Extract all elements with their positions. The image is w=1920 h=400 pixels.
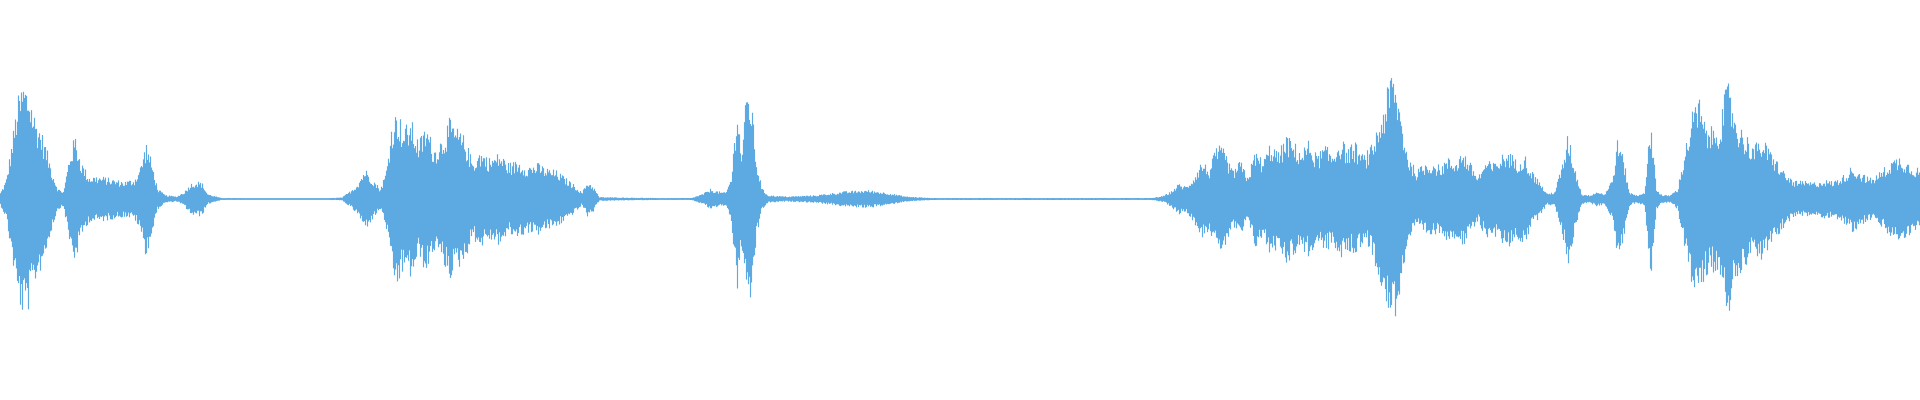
waveform-bars [0, 78, 1920, 317]
waveform-signal [0, 78, 1920, 317]
